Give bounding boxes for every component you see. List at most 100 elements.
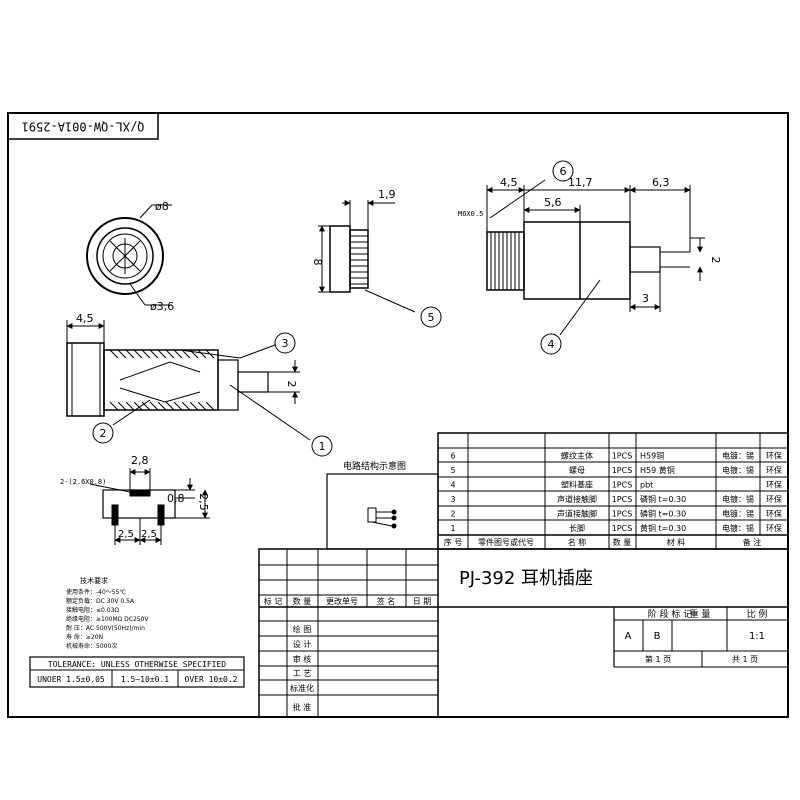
callout-2 — [92, 422, 114, 444]
bom-cell-env: 环保 — [766, 509, 782, 519]
bom-cell-name: 塑料基座 — [561, 480, 593, 490]
callout-balloons: 1 2 3 4 5 6 — [92, 160, 574, 457]
bom-cell-material: 磷铜 t=0.30 — [640, 509, 686, 519]
svg-text:接触电阻：≤0.03Ω: 接触电阻：≤0.03Ω — [66, 606, 119, 614]
pcb-dim-bottom-a: 2,5 — [118, 529, 134, 540]
svg-text:4: 4 — [548, 338, 555, 351]
bom-cell-note: 电镀：锡 — [722, 494, 754, 504]
svg-text:UNOER 1.5±0.05: UNOER 1.5±0.05 — [37, 675, 105, 684]
callout-3 — [274, 332, 296, 354]
svg-text:3: 3 — [282, 337, 289, 350]
bom-cell-no: 3 — [450, 495, 455, 504]
bom-cell-material: H59铜 — [640, 451, 664, 461]
total-label: 共 1 页 — [732, 655, 758, 664]
drawing-number: Q/XL-QW-001A-2591 — [22, 120, 145, 134]
svg-text:1.5~10±0.1: 1.5~10±0.1 — [121, 675, 169, 684]
bom-cell-qty: 1PCS — [612, 495, 633, 504]
body-dim-e: 3 — [642, 292, 649, 305]
nut-side-view — [318, 200, 416, 313]
body-side-view — [486, 179, 705, 336]
section-dim-a: 4,5 — [76, 312, 94, 325]
tolerance-header: TOLERANCE: UNLESS OTHERWISE SPECIFIED — [48, 660, 226, 669]
bom-cell-note: 电镀：锡 — [722, 523, 754, 533]
drawing-number-box: Q/XL-QW-001A-2591 — [7, 112, 159, 140]
svg-text:标准化: 标准化 — [290, 683, 314, 693]
svg-text:OVER 10±0.2: OVER 10±0.2 — [185, 675, 238, 684]
nut-width-dim: 1,9 — [378, 188, 396, 201]
bom-cell-material: pbt — [640, 481, 653, 490]
bom-cell-qty: 1PCS — [612, 510, 633, 519]
section-dim-b: 2 — [285, 381, 298, 388]
bom-cell-qty: 1PCS — [612, 524, 633, 533]
bom-cell-material: 磷铜 t=0.30 — [640, 494, 686, 504]
revision-header: 标 记 数 量 更改单号 签 名 日 期 — [264, 596, 432, 606]
bom-header: 序 号 零件图号或代号 名 称 数 量 材 料 备 注 — [444, 537, 762, 547]
bom-cell-env: 环保 — [766, 494, 782, 504]
svg-text:耐 压：AC 500V(50Hz)/min: 耐 压：AC 500V(50Hz)/min — [66, 624, 145, 632]
bom-cell-env: 环保 — [766, 451, 782, 461]
svg-text:备 注: 备 注 — [743, 537, 762, 547]
svg-text:寿 命：≥20N: 寿 命：≥20N — [66, 633, 103, 641]
circuit-label: 电路结构示意图 — [343, 460, 406, 472]
bom-cell-note: 电镀：锡 — [722, 451, 754, 461]
weight-label: 重 量 — [690, 608, 711, 620]
callout-1 — [311, 435, 333, 457]
pcb-dim-right-a: 0,8 — [167, 492, 185, 505]
bom-cell-material: 黄铜 t=0.30 — [640, 523, 686, 533]
bom-cell-no: 6 — [450, 452, 455, 461]
bom-cell-qty: 1PCS — [612, 466, 633, 475]
svg-text:机械寿命：5000次: 机械寿命：5000次 — [66, 642, 117, 650]
body-dim-b: 11,7 — [568, 176, 593, 189]
body-dim-c: 6,3 — [652, 176, 670, 189]
svg-text:1: 1 — [319, 440, 326, 453]
bom-cell-name: 长脚 — [569, 523, 585, 533]
title-block — [258, 548, 789, 718]
svg-text:数 量: 数 量 — [293, 596, 312, 606]
pcb-dim-bottom-b: 2,5 — [141, 529, 157, 540]
svg-text:审 核: 审 核 — [293, 654, 312, 664]
thread-spec: M6X0.5 — [458, 210, 483, 218]
stage-label: 阶 段 标 记 — [648, 608, 693, 620]
svg-text:材 料: 材 料 — [667, 537, 686, 547]
stage-a: A — [625, 631, 632, 642]
pcb-layout — [89, 468, 210, 545]
front-view — [86, 204, 172, 306]
bom-cell-material: H59 黄铜 — [640, 465, 675, 475]
svg-text:日 期: 日 期 — [413, 597, 432, 606]
tech-heading: 技术要求 — [80, 576, 108, 585]
bom-cell-no: 1 — [450, 524, 455, 533]
bom-cell-name: 螺母 — [569, 465, 585, 475]
svg-text:序 号: 序 号 — [444, 537, 463, 547]
stage-b: B — [654, 631, 661, 642]
bom-cell-note: 电镀：锡 — [722, 465, 754, 475]
svg-text:零件图号或代号: 零件图号或代号 — [478, 537, 534, 547]
drawing-title: PJ-392 耳机插座 — [459, 568, 593, 589]
svg-text:批 准: 批 准 — [293, 702, 312, 712]
scale-label: 比 例 — [747, 608, 768, 620]
sheet-label: 第 1 页 — [645, 654, 671, 664]
bom-cell-no: 5 — [450, 466, 455, 475]
pcb-hole-label: 2-(2.6X0.8) — [60, 478, 106, 486]
bom-cell-no: 2 — [450, 510, 455, 519]
body-dim-f: 2 — [709, 257, 722, 264]
circuit-diagram — [326, 473, 439, 550]
bom-cell-env: 环保 — [766, 523, 782, 533]
front-diameter-inner: ø3,6 — [150, 300, 174, 313]
pcb-dim-top: 2,8 — [131, 454, 149, 467]
svg-text:6: 6 — [560, 165, 567, 178]
section-view — [66, 320, 311, 441]
svg-text:名 称: 名 称 — [568, 537, 587, 547]
bom-cell-qty: 1PCS — [612, 452, 633, 461]
bom-cell-name: 声道接触脚 — [557, 494, 597, 504]
svg-text:更改单号: 更改单号 — [326, 596, 358, 606]
front-diameter-outer: ø8 — [155, 200, 169, 213]
svg-text:绝缘电阻：≥100MΩ DC250V: 绝缘电阻：≥100MΩ DC250V — [66, 615, 149, 623]
bom-cell-no: 4 — [450, 481, 455, 490]
pcb-dim-right-b: 2,5 — [197, 493, 210, 511]
callout-4 — [540, 333, 562, 355]
body-dim-a: 4,5 — [500, 176, 518, 189]
svg-text:额定负载：DC 30V 0.5A: 额定负载：DC 30V 0.5A — [66, 597, 135, 605]
scale-value: 1:1 — [749, 631, 765, 642]
